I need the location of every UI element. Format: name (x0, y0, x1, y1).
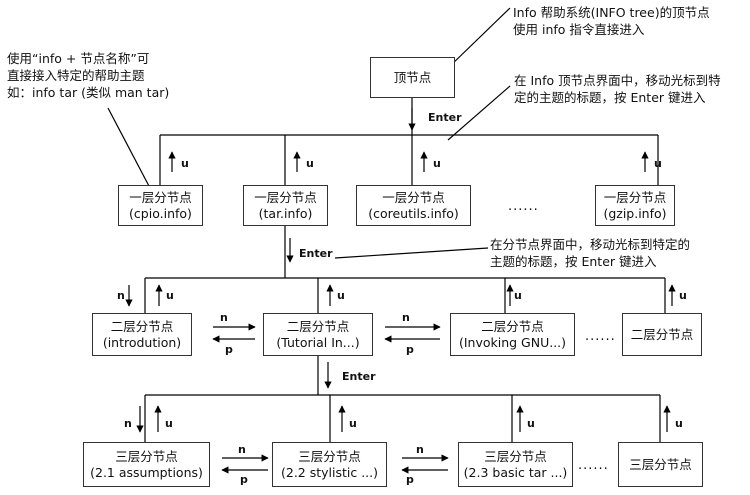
up-label: u (675, 417, 683, 430)
node-l3-last: 三层分节点 (618, 442, 703, 487)
next-label: n (238, 443, 246, 456)
node-l2-introdution: 二层分节点 (introdution) (92, 313, 192, 356)
up-label: u (527, 417, 535, 430)
up-label: u (433, 157, 441, 170)
node-sublabel: (2.3 basic tar ...) (463, 464, 568, 480)
node-l3-basic: 三层分节点 (2.3 basic tar ...) (458, 442, 573, 487)
node-sublabel: (introdution) (102, 334, 182, 350)
note-line: 使用“info + 节点名称”可 (7, 51, 150, 66)
note-lower-right: 在分节点界面中，移动光标到特定的 主题的标题，按 Enter 键进入 (490, 236, 690, 270)
up-label: u (514, 289, 522, 302)
ellipsis: ...... (508, 199, 539, 214)
node-l1-tar: 一层分节点 (tar.info) (243, 185, 328, 226)
node-l2-last: 二层分节点 (622, 313, 702, 356)
node-sublabel: (2.2 stylistic ...) (280, 464, 378, 480)
ellipsis: ...... (585, 329, 616, 344)
node-label: 一层分节点 (382, 189, 445, 205)
ellipsis: ...... (578, 458, 609, 473)
node-sublabel: (tar.info) (258, 205, 313, 221)
node-sublabel: (gzip.info) (603, 205, 667, 221)
node-label: 二层分节点 (286, 318, 350, 334)
prev-label: p (240, 473, 248, 486)
next-label: n (117, 289, 125, 302)
note-line: 在 Info 顶节点界面中，移动光标到特 (514, 73, 721, 88)
node-label: 顶节点 (393, 69, 432, 85)
node-label: 二层分节点 (481, 318, 544, 334)
next-label: n (124, 417, 132, 430)
note-line: 在分节点界面中，移动光标到特定的 (490, 237, 691, 252)
node-label: 二层分节点 (630, 326, 694, 342)
up-label: u (306, 157, 314, 170)
up-label: u (337, 289, 345, 302)
node-l1-cpio: 一层分节点 (cpio.info) (118, 185, 203, 226)
note-line: 如：info tar (类似 man tar) (7, 85, 170, 100)
node-label: 三层分节点 (484, 448, 547, 464)
node-label: 一层分节点 (603, 189, 667, 205)
enter-label: Enter (428, 111, 462, 124)
up-label: u (166, 289, 174, 302)
note-left: 使用“info + 节点名称”可 直接接入特定的帮助主题 如：info tar … (7, 50, 169, 101)
node-l1-coreutils: 一层分节点 (coreutils.info) (356, 185, 471, 226)
node-label: 三层分节点 (115, 448, 178, 464)
prev-label: p (225, 343, 233, 356)
prev-label: p (406, 343, 414, 356)
next-label: n (416, 443, 424, 456)
up-label: u (165, 417, 173, 430)
node-l1-gzip: 一层分节点 (gzip.info) (595, 185, 675, 226)
node-sublabel: (coreutils.info) (368, 205, 459, 221)
node-l2-tutorial: 二层分节点 (Tutorial In...) (263, 313, 373, 356)
node-label: 一层分节点 (254, 189, 317, 205)
node-sublabel: (Tutorial In...) (276, 334, 360, 350)
node-label: 一层分节点 (129, 189, 192, 205)
next-label: n (220, 311, 228, 324)
up-label: u (181, 157, 189, 170)
node-l2-invoking: 二层分节点 (Invoking GNU...) (450, 313, 575, 356)
node-l3-assumptions: 三层分节点 (2.1 assumptions) (83, 442, 210, 487)
up-label: u (679, 289, 687, 302)
node-sublabel: (Invoking GNU...) (458, 334, 567, 350)
up-label: u (654, 157, 662, 170)
note-top-right: Info 帮助系统(INFO tree)的顶节点 使用 info 指令直接进入 (513, 4, 710, 38)
node-sublabel: (cpio.info) (129, 205, 192, 221)
node-top: 顶节点 (370, 57, 455, 98)
enter-label: Enter (342, 370, 376, 383)
up-label: u (349, 417, 357, 430)
node-l3-stylistic: 三层分节点 (2.2 stylistic ...) (272, 442, 387, 487)
enter-label: Enter (299, 247, 333, 260)
node-label: 二层分节点 (110, 318, 174, 334)
node-label: 三层分节点 (298, 448, 361, 464)
note-line: 主题的标题，按 Enter 键进入 (490, 254, 657, 269)
note-line: 定的主题的标题，按 Enter 键进入 (514, 90, 706, 105)
note-line: 直接接入特定的帮助主题 (7, 68, 145, 83)
node-label: 三层分节点 (629, 456, 692, 472)
prev-label: p (406, 473, 414, 486)
note-line: 使用 info 指令直接进入 (513, 22, 645, 37)
node-sublabel: (2.1 assumptions) (90, 464, 203, 480)
note-mid-right: 在 Info 顶节点界面中，移动光标到特 定的主题的标题，按 Enter 键进入 (514, 72, 721, 106)
next-label: n (402, 311, 410, 324)
note-line: Info 帮助系统(INFO tree)的顶节点 (513, 5, 710, 20)
